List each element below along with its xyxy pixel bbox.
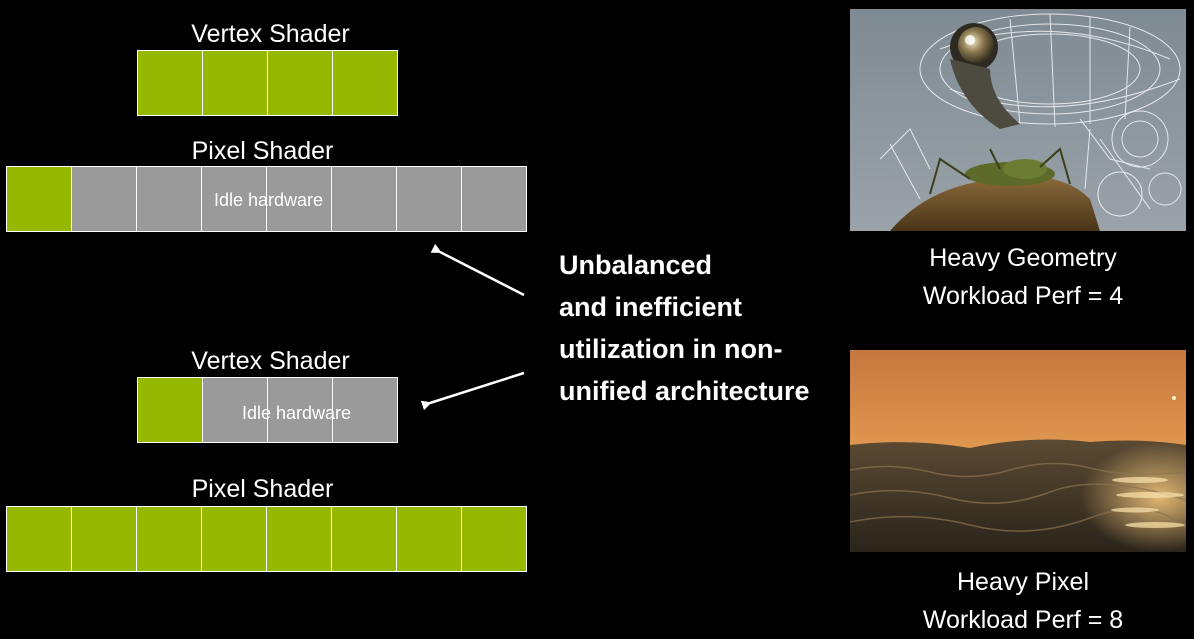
- idle-shader-unit: [202, 377, 268, 443]
- caption-line-4: unified architecture: [559, 376, 810, 406]
- active-shader-unit: [331, 506, 397, 572]
- arrow-to-top-diagram: [430, 243, 525, 297]
- idle-shader-unit: [266, 166, 332, 232]
- active-shader-unit: [136, 506, 202, 572]
- active-shader-unit: [396, 506, 462, 572]
- caption-line-1: Unbalanced: [559, 250, 713, 280]
- top-pixel-shader-label: Pixel Shader: [191, 137, 334, 165]
- active-shader-unit: [6, 166, 72, 232]
- top-vertex-shader-units: [137, 50, 398, 116]
- heavy-pixel-perf: Workload Perf = 8: [922, 606, 1124, 634]
- active-shader-unit: [137, 50, 203, 116]
- bottom-pixel-shader-label: Pixel Shader: [191, 475, 334, 503]
- utilization-caption: Unbalanced and inefficient utilization i…: [559, 244, 810, 412]
- top-vertex-shader-label: Vertex Shader: [191, 20, 350, 48]
- top-idle-hardware-label: Idle hardware: [214, 190, 324, 210]
- bottom-vertex-shader-units: [137, 377, 398, 443]
- heavy-geometry-image: [850, 9, 1186, 231]
- heavy-pixel-caption: Heavy Pixel Workload Perf = 8: [850, 563, 1194, 639]
- idle-shader-unit: [136, 166, 202, 232]
- active-shader-unit: [6, 506, 72, 572]
- heavy-geometry-title: Heavy Geometry: [929, 244, 1117, 272]
- top-pixel-shader-units: [6, 166, 527, 232]
- heavy-pixel-title: Heavy Pixel: [957, 568, 1089, 596]
- bottom-vertex-shader-label: Vertex Shader: [191, 347, 350, 375]
- active-shader-unit: [332, 50, 398, 116]
- heavy-pixel-image: [850, 350, 1186, 552]
- active-shader-unit: [461, 506, 527, 572]
- caption-line-3: utilization in non-: [559, 334, 783, 364]
- idle-shader-unit: [331, 166, 397, 232]
- idle-shader-unit: [461, 166, 527, 232]
- caption-line-2: and inefficient: [559, 292, 743, 322]
- arrow-to-bottom-diagram: [420, 371, 525, 411]
- active-shader-unit: [202, 50, 268, 116]
- idle-shader-unit: [71, 166, 137, 232]
- active-shader-unit: [267, 50, 333, 116]
- active-shader-unit: [137, 377, 203, 443]
- active-shader-unit: [201, 506, 267, 572]
- idle-shader-unit: [396, 166, 462, 232]
- active-shader-unit: [266, 506, 332, 572]
- heavy-geometry-perf: Workload Perf = 4: [922, 282, 1124, 310]
- bottom-idle-hardware-label: Idle hardware: [242, 403, 352, 423]
- active-shader-unit: [71, 506, 137, 572]
- bottom-pixel-shader-units: [6, 506, 527, 572]
- idle-shader-unit: [332, 377, 398, 443]
- heavy-geometry-caption: Heavy Geometry Workload Perf = 4: [850, 239, 1194, 315]
